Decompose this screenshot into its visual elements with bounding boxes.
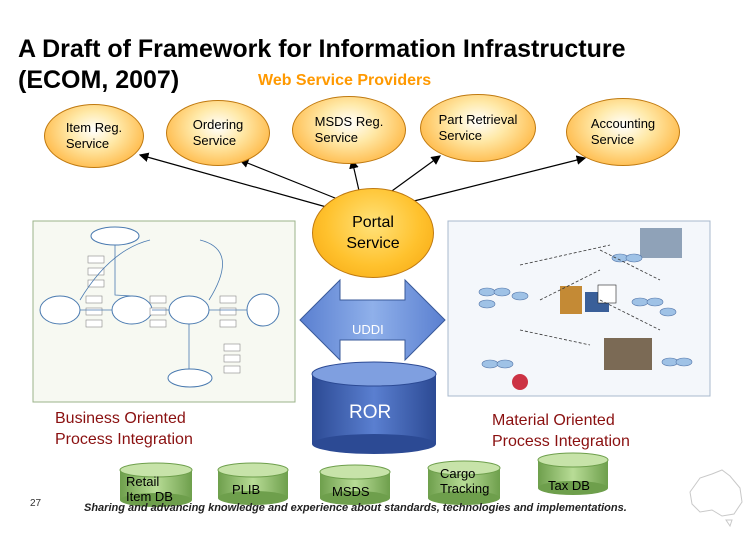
- msds-reg-line-2: Service: [314, 130, 359, 145]
- msds-label: MSDS: [332, 484, 370, 499]
- ordering-line-1: Ordering: [192, 117, 244, 132]
- portal-line-2: Service: [346, 235, 400, 252]
- page-number: 27: [30, 498, 42, 509]
- retail-item-db-cylinder: [119, 462, 193, 507]
- ror-label: ROR: [349, 402, 392, 423]
- cargo-tracking-label: Cargo Tracking: [440, 466, 489, 496]
- title-line-2: (ECOM, 2007): [18, 66, 180, 94]
- footer-tagline: Sharing and advancing knowledge and expe…: [84, 502, 627, 514]
- business-oriented-line-2: Process Integration: [55, 431, 193, 448]
- web-service-providers-label: Web Service Providers: [258, 72, 432, 89]
- arrow-ordering: [238, 158, 350, 208]
- business-oriented-label: Business Oriented Process Integration: [55, 408, 193, 450]
- retail-line-1: Retail: [126, 474, 160, 489]
- cargo-line-2: Tracking: [440, 481, 490, 496]
- item-reg-line-1: Item Reg.: [65, 120, 123, 135]
- part-retrieval-line-1: Part Retrieval: [438, 112, 518, 127]
- business-process-map-image: [32, 220, 296, 403]
- material-logistics-image: [447, 220, 711, 397]
- tax-db-label: Tax DB: [548, 478, 590, 493]
- uddi-label: UDDI: [352, 322, 384, 337]
- portal-line-1: Portal: [352, 214, 394, 231]
- uddi-arrow-shape: [299, 278, 446, 362]
- msds-reg-line-1: MSDS Reg.: [314, 114, 384, 129]
- msds-cylinder: [319, 464, 391, 505]
- title-line-1: A Draft of Framework for Information Inf…: [18, 35, 626, 63]
- msds-reg-service-node: MSDS Reg. Service: [292, 96, 406, 164]
- ordering-service-node: Ordering Service: [166, 100, 270, 166]
- accounting-service-node: Accounting Service: [566, 98, 680, 166]
- ror-repository-cylinder: [311, 361, 437, 454]
- part-retrieval-line-2: Service: [438, 128, 482, 143]
- item-reg-service-node: Item Reg. Service: [44, 104, 144, 168]
- material-oriented-line-2: Process Integration: [492, 433, 630, 450]
- accounting-line-2: Service: [590, 132, 635, 147]
- cargo-tracking-cylinder: [427, 460, 501, 505]
- portal-service-node: Portal Service: [312, 188, 434, 278]
- retail-item-db-label: Retail Item DB: [126, 474, 173, 504]
- part-retrieval-service-node: Part Retrieval Service: [420, 94, 536, 162]
- australia-watermark-icon: [689, 469, 743, 528]
- material-oriented-line-1: Material Oriented: [492, 412, 615, 429]
- cargo-line-1: Cargo: [440, 466, 476, 481]
- plib-cylinder: [217, 462, 289, 505]
- retail-line-2: Item DB: [126, 489, 173, 504]
- slide-title: A Draft of Framework for Information Inf…: [18, 34, 625, 96]
- accounting-line-1: Accounting: [590, 116, 656, 131]
- arrow-accounting: [388, 155, 587, 212]
- material-oriented-label: Material Oriented Process Integration: [492, 410, 630, 452]
- plib-label: PLIB: [232, 482, 261, 497]
- ordering-line-2: Service: [192, 133, 237, 148]
- business-oriented-line-1: Business Oriented: [55, 410, 186, 427]
- tax-db-cylinder: [537, 452, 609, 495]
- item-reg-line-2: Service: [65, 136, 110, 151]
